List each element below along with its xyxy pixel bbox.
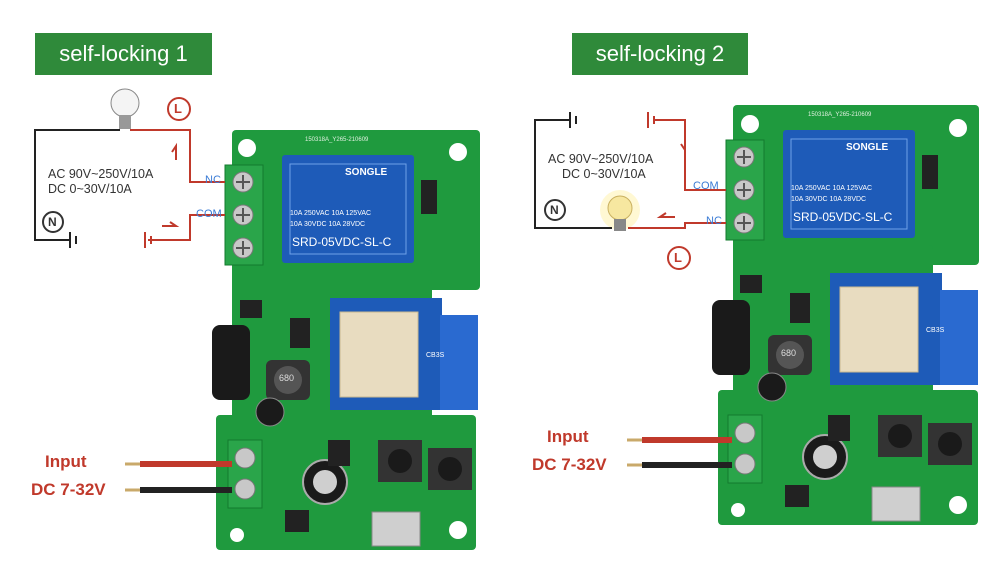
ac-spec-line1: AC 90V~250V/10A — [48, 167, 154, 181]
relay-brand: SONGLE — [846, 142, 889, 153]
input-label: Input — [45, 452, 87, 471]
panel-self-locking-1: self-locking 1 — [31, 33, 480, 550]
module-label: CB3S — [926, 327, 945, 334]
mount-hole — [238, 139, 256, 157]
relay-right — [783, 130, 915, 238]
bulb-icon-right — [600, 190, 640, 231]
pin-nc-label: NC — [205, 174, 221, 186]
dc-voltage-label: DC 7-32V — [532, 455, 607, 474]
panel-self-locking-2: self-locking 2 — [500, 0, 1000, 561]
l-symbol-icon-left — [167, 97, 191, 121]
l-symbol-label: L — [174, 101, 182, 116]
l-symbol-label: L — [674, 250, 682, 265]
ic-chip — [240, 300, 262, 318]
ic-chip — [790, 293, 810, 323]
ac-circuit-wiring-left — [34, 129, 225, 248]
pin-com-label: COM — [693, 180, 719, 192]
diode — [421, 180, 437, 214]
ac-circuit-wiring-right — [534, 112, 726, 229]
dc-voltage-label: DC 7-32V — [31, 480, 106, 499]
n-symbol-icon-left — [42, 211, 64, 233]
ac-spec-line2: DC 0~30V/10A — [562, 167, 646, 181]
ac-spec-line2: DC 0~30V/10A — [48, 182, 132, 196]
module-label: CB3S — [426, 352, 445, 359]
ic-chip — [828, 415, 850, 441]
usb-port — [371, 511, 421, 547]
relay-spec-line1: 10A 250VAC 10A 125VAC — [791, 185, 873, 192]
n-symbol-icon-right — [544, 199, 566, 221]
relay-spec-line2: 10A 30VDC 10A 28VDC — [290, 221, 366, 228]
inductor-marking: 680 — [781, 348, 797, 358]
usb-port — [871, 486, 921, 522]
mount-hole — [449, 143, 467, 161]
relay-brand: SONGLE — [345, 167, 388, 178]
ic-chip — [785, 485, 809, 507]
n-symbol-label: N — [550, 203, 559, 217]
ic-chip — [740, 275, 762, 293]
terminal-block-output — [224, 164, 264, 266]
relay-model: SRD-05VDC-SL-C — [793, 210, 893, 224]
terminal-block-input — [227, 439, 263, 509]
mount-hole — [449, 521, 467, 539]
ac-spec-line1: AC 90V~250V/10A — [548, 152, 654, 166]
pin-nc-label: NC — [706, 215, 722, 227]
wifi-module-left — [330, 298, 478, 410]
relay-spec-line1: 10A 250VAC 10A 125VAC — [290, 210, 372, 217]
ic-chip — [290, 318, 310, 348]
capacitor-small — [255, 397, 285, 427]
diagram-left — [34, 88, 480, 550]
diagram-right — [534, 105, 979, 525]
n-symbol-label: N — [48, 215, 57, 229]
l-symbol-icon-right — [667, 246, 691, 270]
title-self-locking-2: self-locking 2 — [572, 33, 748, 75]
ic-chip — [328, 440, 350, 466]
antenna-coil — [712, 300, 750, 375]
mount-hole — [230, 528, 244, 542]
terminal-block-input — [727, 414, 763, 484]
input-wires-right — [627, 437, 732, 468]
diode — [922, 155, 938, 189]
input-wires-left — [125, 461, 232, 493]
wifi-module-right — [830, 273, 978, 385]
capacitor-small — [757, 372, 787, 402]
terminal-block-output — [725, 139, 765, 241]
relay-spec-line2: 10A 30VDC 10A 28VDC — [791, 196, 867, 203]
input-label: Input — [547, 427, 589, 446]
pin-com-label: COM — [196, 208, 222, 220]
relay-model: SRD-05VDC-SL-C — [292, 235, 392, 249]
bulb-icon-left — [110, 88, 140, 129]
antenna-coil — [212, 325, 250, 400]
inductor-marking: 680 — [279, 373, 295, 383]
title-self-locking-1: self-locking 1 — [35, 33, 212, 75]
pcb-code: 150318A_Y265-210609 — [808, 112, 872, 118]
pcb-code: 150318A_Y265-210609 — [305, 137, 369, 143]
relay-left — [282, 155, 414, 263]
ic-chip — [285, 510, 309, 532]
